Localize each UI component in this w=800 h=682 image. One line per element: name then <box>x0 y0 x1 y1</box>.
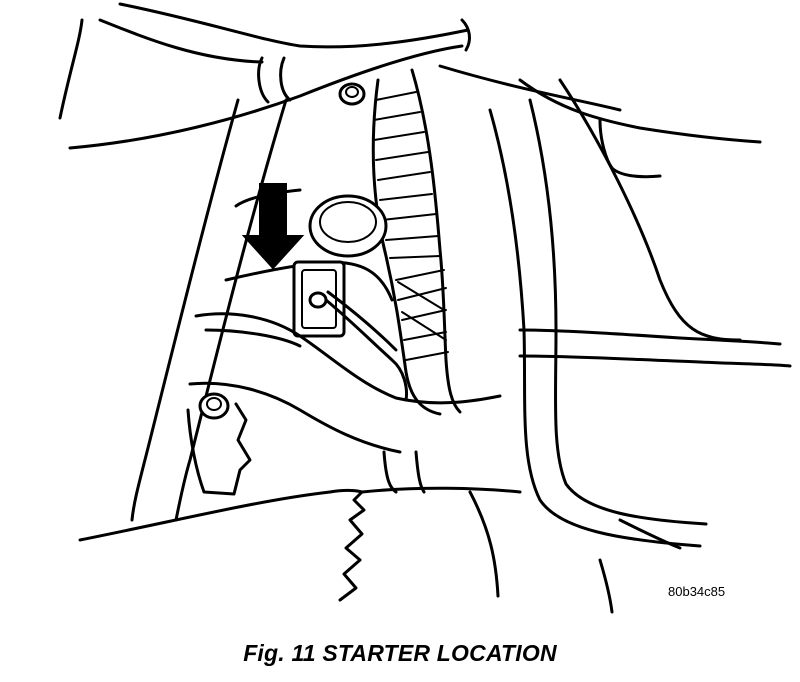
upper-hose <box>58 2 471 150</box>
lower-bracket <box>186 392 252 496</box>
down-arrow-icon <box>241 183 305 270</box>
figure-code: 80b34c85 <box>668 584 726 599</box>
left-strut <box>130 98 288 522</box>
starter-location-diagram <box>58 2 792 614</box>
floor-pan <box>78 450 522 602</box>
figure-caption: Fig. 11 STARTER LOCATION <box>243 640 557 666</box>
right-wire-loop <box>488 78 742 548</box>
lower-right-panel <box>598 518 682 614</box>
bolt-top <box>338 82 366 106</box>
upper-right-panel <box>438 64 762 179</box>
cross-member <box>188 312 792 454</box>
wiring-harness <box>371 68 462 416</box>
starter-connector <box>292 260 408 402</box>
